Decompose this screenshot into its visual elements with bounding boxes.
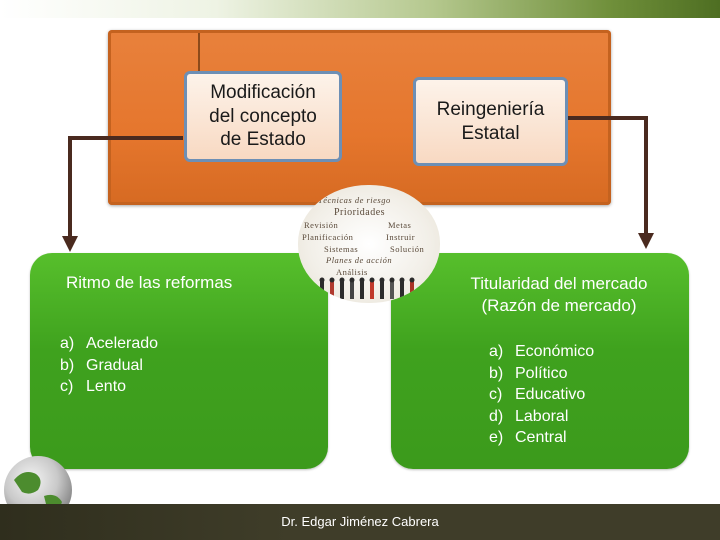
collage-word: Solución [390,244,425,254]
right-arrowhead [638,233,654,249]
collage-word: Análisis [336,267,368,277]
ritmo-list: a)Acelerado b)Gradual c)Lento [60,333,158,398]
panel-titularidad-title: Titularidad del mercado (Razón de mercad… [391,273,720,317]
list-item: c)Lento [60,378,127,395]
right-connector-line [568,116,648,235]
box-right-line-1: Reingeniería [436,98,545,120]
list-item: d)Laboral [489,407,569,425]
collage-word: Planes de acción [326,255,393,265]
list-item: b)Político [489,364,568,382]
box-left-line-2: del concepto [209,105,317,127]
center-collage-image: Técnicas de riesgo Prioridades Revisión … [298,185,440,303]
collage-word: Sistemas [324,244,359,254]
panel-titularidad-line-1: Titularidad del mercado [470,274,648,293]
panel-ritmo-reformas: Ritmo de las reformas a)Acelerado b)Grad… [30,253,328,469]
box-right-line-2: Estatal [461,122,520,144]
titularidad-list: a)Económico b)Político c)Educativo d)Lab… [489,341,594,449]
panel-titularidad-mercado: Titularidad del mercado (Razón de mercad… [391,253,689,469]
list-item: a)Económico [489,343,595,360]
collage-word: Prioridades [334,207,386,218]
left-connector-line [68,136,183,238]
list-item: b)Gradual [60,356,143,374]
box-reingenieria-estatal: Reingeniería Estatal [413,77,568,166]
collage-word: Instruir [386,232,416,242]
box-modificacion-estado: Modificación del concepto de Estado [184,71,342,162]
list-item: a)Acelerado [60,335,159,352]
list-item: c)Educativo [489,386,586,403]
orange-panel-divider [198,33,200,78]
box-left-line-3: de Estado [220,129,306,151]
people-figures [319,277,415,299]
bottom-footer-bar [0,504,720,540]
panel-ritmo-title: Ritmo de las reformas [66,273,233,292]
footer-author: Dr. Edgar Jiménez Cabrera [281,514,439,529]
box-left-line-1: Modificación [210,81,316,103]
collage-word: Técnicas de riesgo [318,195,391,205]
collage-word: Revisión [304,220,339,230]
collage-word: Metas [388,220,412,230]
list-item: e)Central [489,429,567,446]
collage-word: Planificación [302,232,354,242]
panel-titularidad-line-2: (Razón de mercado) [481,296,637,316]
left-arrowhead [62,236,78,252]
top-gradient-bar [0,0,720,18]
connector-arrows [62,116,654,252]
